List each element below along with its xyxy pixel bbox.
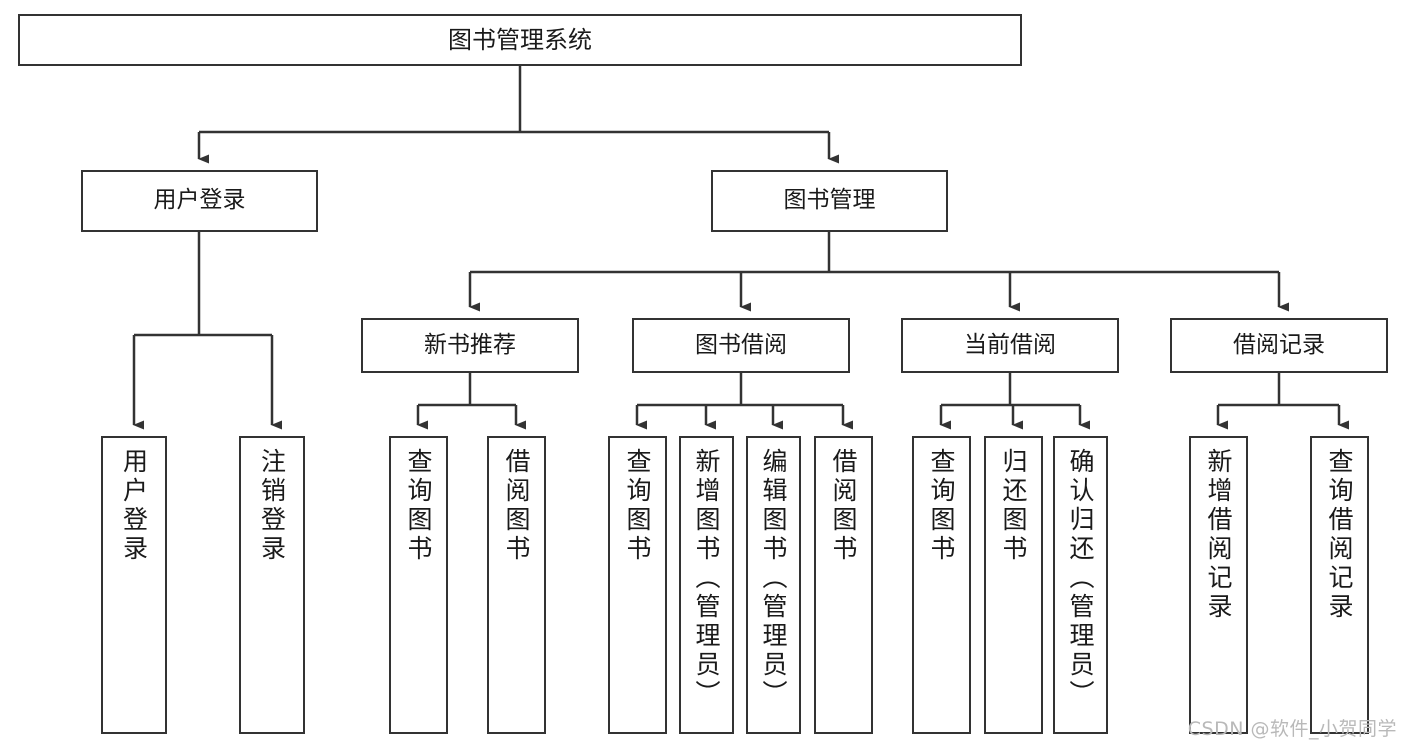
leaf-node[interactable]: 查询图书 xyxy=(389,436,448,734)
leaf-node-label: 借阅图书 xyxy=(502,448,531,564)
node-user-login[interactable]: 用户登录 xyxy=(81,170,318,232)
leaf-node[interactable]: 新增借阅记录 xyxy=(1189,436,1248,734)
leaf-node[interactable]: 用户登录 xyxy=(101,436,167,734)
leaf-node-label: 新增图书（管理员） xyxy=(692,448,721,709)
leaf-node[interactable]: 确认归还（管理员） xyxy=(1053,436,1108,734)
leaf-node[interactable]: 查询借阅记录 xyxy=(1310,436,1369,734)
node-borrow-record-label: 借阅记录 xyxy=(1233,331,1325,358)
leaf-node[interactable]: 查询图书 xyxy=(608,436,667,734)
leaf-node-label: 用户登录 xyxy=(119,448,149,564)
leaf-node[interactable]: 归还图书 xyxy=(984,436,1043,734)
node-current-borrow-label: 当前借阅 xyxy=(964,331,1056,358)
node-root[interactable]: 图书管理系统 xyxy=(18,14,1022,66)
leaf-node-label: 编辑图书（管理员） xyxy=(759,448,788,709)
leaf-node-label: 查询借阅记录 xyxy=(1325,448,1354,622)
node-root-label: 图书管理系统 xyxy=(448,25,592,54)
leaf-node[interactable]: 借阅图书 xyxy=(487,436,546,734)
leaf-node-label: 新增借阅记录 xyxy=(1204,448,1233,622)
leaf-node[interactable]: 新增图书（管理员） xyxy=(679,436,734,734)
node-new-book-recommendation[interactable]: 新书推荐 xyxy=(361,318,579,373)
leaf-node[interactable]: 编辑图书（管理员） xyxy=(746,436,801,734)
leaf-node-label: 归还图书 xyxy=(999,448,1028,564)
node-borrow-record[interactable]: 借阅记录 xyxy=(1170,318,1388,373)
leaf-node-label: 查询图书 xyxy=(927,448,956,564)
node-new-book-recommendation-label: 新书推荐 xyxy=(424,331,516,358)
node-book-management[interactable]: 图书管理 xyxy=(711,170,948,232)
leaf-node[interactable]: 注销登录 xyxy=(239,436,305,734)
leaf-node[interactable]: 查询图书 xyxy=(912,436,971,734)
connector-lines xyxy=(132,66,1349,430)
leaf-node[interactable]: 借阅图书 xyxy=(814,436,873,734)
node-current-borrow[interactable]: 当前借阅 xyxy=(901,318,1119,373)
leaf-node-label: 确认归还（管理员） xyxy=(1066,448,1095,709)
node-user-login-label: 用户登录 xyxy=(153,187,246,214)
node-book-management-label: 图书管理 xyxy=(783,187,876,214)
leaf-node-label: 查询图书 xyxy=(623,448,652,564)
node-book-borrow[interactable]: 图书借阅 xyxy=(632,318,850,373)
leaf-node-label: 借阅图书 xyxy=(829,448,858,564)
leaf-node-label: 查询图书 xyxy=(404,448,433,564)
leaf-node-label: 注销登录 xyxy=(257,448,287,564)
node-book-borrow-label: 图书借阅 xyxy=(695,331,787,358)
